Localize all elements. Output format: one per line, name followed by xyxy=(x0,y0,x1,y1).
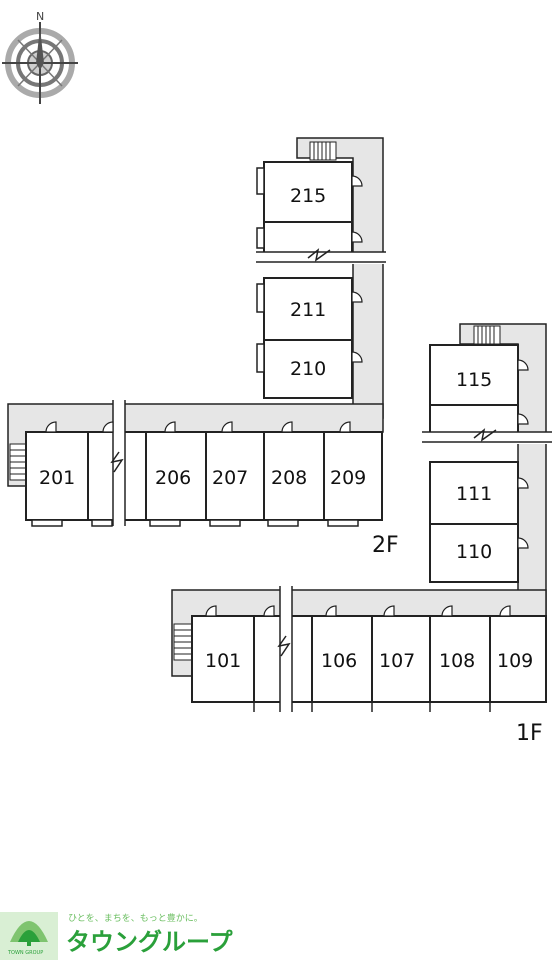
stairs-1f-top xyxy=(473,325,501,345)
room-label-109: 109 xyxy=(497,650,533,672)
room-label-108: 108 xyxy=(439,650,475,672)
door-icons-2f-horizontal xyxy=(45,421,351,433)
room-label-210: 210 xyxy=(290,358,326,380)
room-label-208: 208 xyxy=(271,467,307,489)
compass-icon xyxy=(2,22,78,104)
room-label-209: 209 xyxy=(330,467,366,489)
room-label-201: 201 xyxy=(39,467,75,489)
door-icons-1f-horizontal xyxy=(205,605,511,617)
door-icons-2f-vertical xyxy=(351,175,363,363)
balcony-lines-1f xyxy=(253,702,491,712)
room-label-106: 106 xyxy=(321,650,357,672)
room-label-211: 211 xyxy=(290,299,326,321)
balconies-2f-vertical xyxy=(256,167,265,373)
room-label-215: 215 xyxy=(290,185,326,207)
room-label-107: 107 xyxy=(379,650,415,672)
break-mark-1f-vertical xyxy=(422,428,552,444)
logo-tagline: ひとを、まちを、もっと豊かに。 xyxy=(68,912,203,924)
break-mark-2f-vertical xyxy=(256,248,386,264)
stairs-2f-top xyxy=(309,141,337,161)
rooms-2f-horizontal xyxy=(25,431,383,521)
logo-brand: タウングループ xyxy=(66,928,234,956)
rooms-2f-vertical xyxy=(263,161,353,399)
door-icons-1f-vertical xyxy=(517,359,529,549)
stairs-1f-left xyxy=(173,623,193,661)
room-label-206: 206 xyxy=(155,467,191,489)
room-label-115: 115 xyxy=(456,369,492,391)
room-label-101: 101 xyxy=(205,650,241,672)
room-label-207: 207 xyxy=(212,467,248,489)
break-mark-1f-horizontal xyxy=(277,586,293,712)
balconies-2f-horizontal xyxy=(31,519,359,527)
break-mark-2f-horizontal xyxy=(110,400,126,526)
floor-label-1f: 1F xyxy=(516,721,543,746)
room-label-110: 110 xyxy=(456,541,492,563)
floor-label-2f: 2F xyxy=(372,533,399,558)
room-label-111: 111 xyxy=(456,483,492,505)
logo-mark-icon xyxy=(0,912,58,960)
logo-small-text: TOWN GROUP xyxy=(7,950,43,956)
rooms-1f-horizontal xyxy=(191,615,547,703)
compass-north-label: N xyxy=(36,10,44,23)
